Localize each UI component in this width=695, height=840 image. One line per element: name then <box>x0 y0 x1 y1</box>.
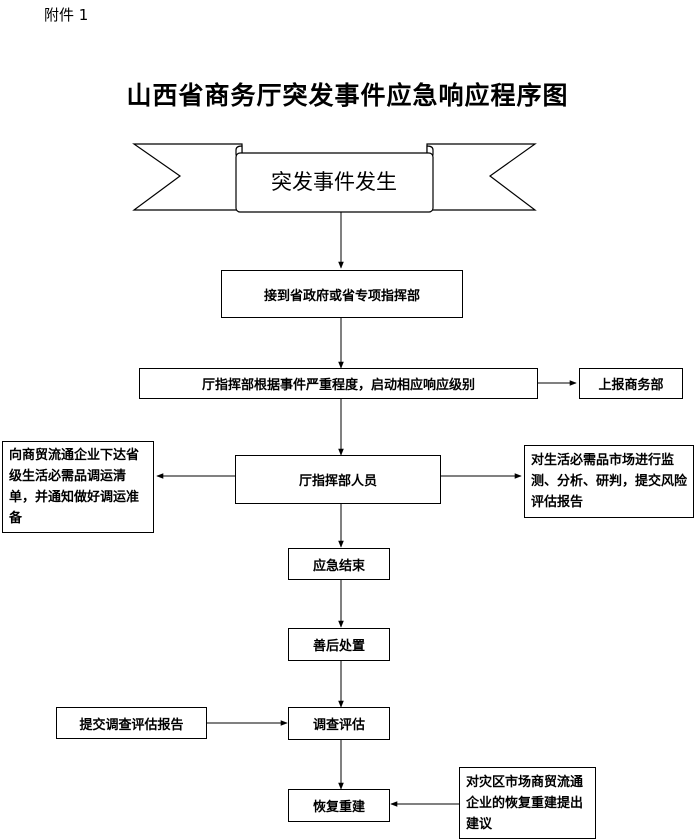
node-recovery: 恢复重建 <box>288 789 390 822</box>
banner-ribbon <box>132 143 537 213</box>
banner-left-tail <box>132 143 243 211</box>
node-left-task: 向商贸流通企业下达省级生活必需品调运清单，并通知做好调运准备 <box>2 441 154 533</box>
node-receive: 接到省政府或省专项指挥部 <box>221 270 463 318</box>
node-response-end: 应急结束 <box>288 548 390 580</box>
banner-right-tail <box>426 143 537 211</box>
node-recovery-advice: 对灾区市场商贸流通企业的恢复重建提出建议 <box>459 767 596 839</box>
node-survey: 调查评估 <box>288 707 390 740</box>
page-title: 山西省商务厅突发事件应急响应程序图 <box>126 81 569 110</box>
attachment-label: 附件 1 <box>44 6 89 24</box>
node-response-level: 厅指挥部根据事件严重程度，启动相应响应级别 <box>139 368 538 399</box>
node-right-task: 对生活必需品市场进行监测、分析、研判，提交风险评估报告 <box>524 445 694 518</box>
node-aftercare: 善后处置 <box>288 628 390 661</box>
node-submit-report: 提交调查评估报告 <box>56 707 207 739</box>
banner-center <box>235 152 434 213</box>
start-event-label: 突发事件发生 <box>271 170 397 194</box>
node-report-ministry: 上报商务部 <box>579 368 683 399</box>
node-command-staff: 厅指挥部人员 <box>235 455 441 504</box>
